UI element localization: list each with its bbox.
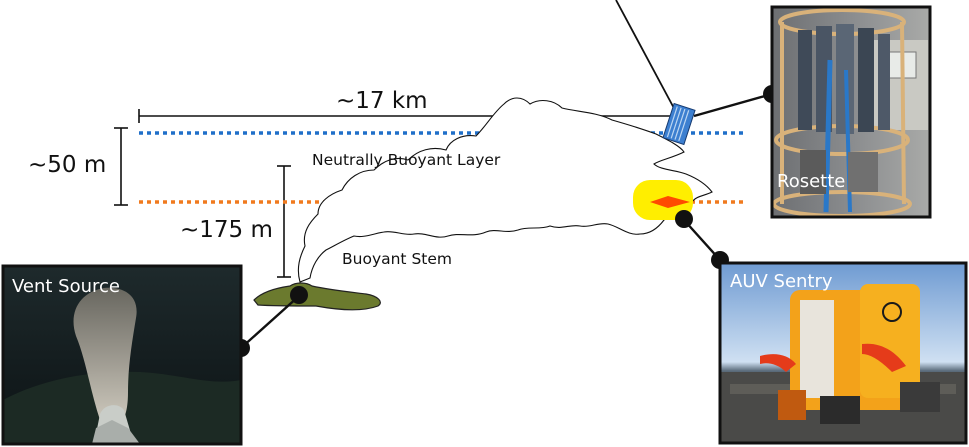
auv-label: AUV Sentry [730,271,833,292]
vent-mound [253,282,381,311]
auv-photo-border [718,261,968,445]
layer-thickness-label: ~50 m [28,152,106,178]
vent-label: Vent Source [12,276,120,297]
rosette-connector [693,85,781,118]
rosette-photo [772,7,930,218]
layer-thickness-bracket [114,127,128,206]
hydrothermal-plume [297,97,713,283]
auv-marker [650,196,690,208]
rosette-label: Rosette [777,171,845,192]
vent-photo [3,266,241,444]
rosette-marker [662,102,696,146]
stem-height-bracket [277,165,291,278]
neutral-layer-label: Neutrally Buoyant Layer [312,151,501,169]
auv-photo [720,263,966,443]
rosette-cable [615,0,677,113]
rosette-photo-border [770,5,932,219]
vent-photo-border [1,264,243,446]
buoyant-stem-label: Buoyant Stem [342,250,452,268]
stem-height-label: ~175 m [180,217,273,243]
distance-label: ~17 km [336,88,428,114]
auv-connector [675,210,729,269]
